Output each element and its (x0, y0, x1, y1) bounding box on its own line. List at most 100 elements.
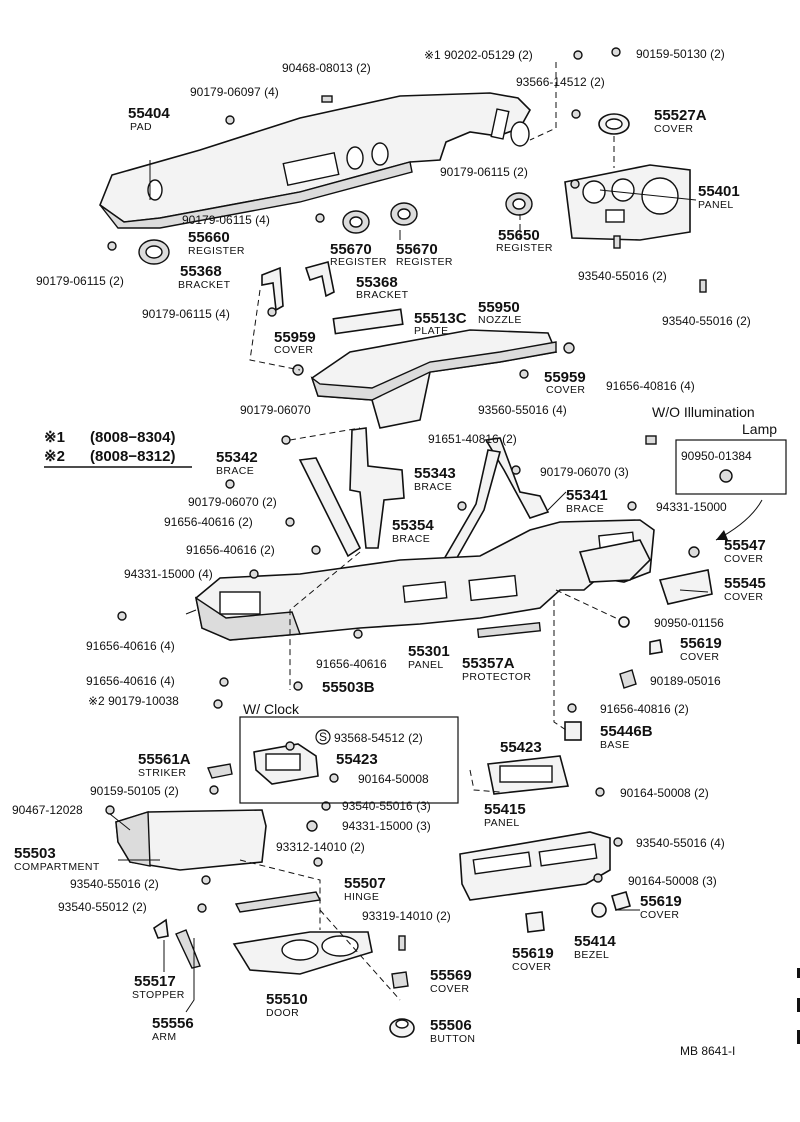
label-90179-06070-3: 90179-06070 (3) (540, 465, 629, 479)
label-90179-06097: 90179-06097 (4) (190, 85, 279, 99)
part-name: PROTECTOR (462, 671, 531, 683)
panel-opening-2 (402, 581, 448, 603)
fastener-icon (570, 179, 580, 189)
cover-55619-a (649, 639, 663, 655)
protector-55357A (476, 622, 542, 638)
part-code: 55660 (188, 229, 230, 246)
header-lamp: Lamp (742, 421, 777, 437)
label-93568-54512: 93568-54512 (2) (334, 731, 423, 745)
bezel-55414 (591, 902, 607, 918)
part-name: NOZZLE (478, 314, 522, 326)
part-code: 55619 (512, 945, 554, 962)
fastener-icon (613, 837, 623, 847)
part-code: 55354 (392, 517, 434, 534)
plate-55513C (332, 308, 404, 335)
part-code: 55368 (356, 274, 398, 291)
arm-55556 (175, 929, 201, 969)
part-code: 55446B (600, 723, 653, 740)
bracket-55368-b (304, 261, 335, 298)
part-code: 55959 (274, 329, 316, 346)
label-90159-50105: 90159-50105 (2) (90, 784, 179, 798)
fastener-icon (611, 47, 621, 57)
fastener-icon (201, 875, 211, 885)
part-name: BRACE (414, 481, 452, 493)
part-code: 55414 (574, 933, 616, 950)
pad-vent-hole-3 (147, 179, 163, 201)
label-90159-50130: 90159-50130 (2) (636, 47, 725, 61)
margin-mark (797, 998, 800, 1012)
part-name: COVER (724, 553, 763, 565)
fastener-icon (688, 546, 700, 558)
brace-55341 (484, 437, 550, 519)
part-name: PAD (130, 121, 152, 133)
part-name: REGISTER (396, 256, 453, 268)
fastener-icon (225, 115, 235, 125)
button-55506-cap (395, 1019, 409, 1029)
cluster-cover-55547 (578, 539, 651, 583)
margin-mark (797, 1030, 800, 1044)
part-name: COVER (512, 961, 551, 973)
part-code: 55556 (152, 1015, 194, 1032)
part-name: BRACE (566, 503, 604, 515)
label-90179-06070-2: 90179-06070 (2) (188, 495, 277, 509)
label-91656-40816-2: 91656-40816 (2) (600, 702, 689, 716)
label-90202-05129: ※1 90202-05129 (2) (424, 48, 533, 62)
legend-mark-2: ※2 (44, 448, 65, 465)
fastener-icon (627, 501, 637, 511)
label-91656-40616-4b: 91656-40616 (4) (86, 674, 175, 688)
meter-hole-1 (582, 180, 606, 204)
label-90179-10038: ※2 90179-10038 (88, 694, 179, 708)
cover-55959-a (292, 364, 304, 376)
knob-90189-05016 (619, 669, 637, 689)
part-code: 55670 (396, 241, 438, 258)
part-code: 55513C (414, 310, 467, 327)
fastener-icon (249, 569, 259, 579)
part-name: COVER (640, 909, 679, 921)
pad-side-slot (490, 108, 510, 140)
meter-slot (605, 209, 625, 223)
part-code: 55619 (640, 893, 682, 910)
label-93540-55012: 93540-55012 (2) (58, 900, 147, 914)
label-90179-06115-2b: 90179-06115 (2) (36, 274, 124, 288)
cover-ring-55527A-inner (605, 118, 623, 130)
fastener-icon (107, 241, 117, 251)
part-code: 55423 (500, 739, 542, 756)
part-code: 55503B (322, 679, 375, 696)
part-code: 55959 (544, 369, 586, 386)
label-91656-40616-2b: 91656-40616 (2) (186, 543, 275, 557)
part-name: PANEL (408, 659, 444, 671)
part-code: 55506 (430, 1017, 472, 1034)
glove-compartment-55503-side (115, 811, 151, 867)
label-90467-12028: 90467-12028 (12, 803, 83, 817)
part-name: PLATE (414, 325, 448, 337)
label-94331-15000-4: 94331-15000 (4) (124, 567, 213, 581)
legend-mark-1: ※1 (44, 429, 65, 446)
label-90164-50008-2: 90164-50008 (2) (620, 786, 709, 800)
part-name: BEZEL (574, 949, 609, 961)
part-name: COVER (546, 384, 585, 396)
fastener-icon (285, 741, 295, 751)
fastener-icon (213, 699, 223, 709)
part-name: COVER (680, 651, 719, 663)
s-mark-circle (315, 729, 331, 745)
label-93319-14010: 93319-14010 (2) (362, 909, 451, 923)
label-90950-01384: 90950-01384 (681, 449, 752, 463)
legend-range-2: (8008−8312) (90, 448, 176, 465)
part-code: 55517 (134, 973, 176, 990)
arrow-head-icon (716, 530, 728, 540)
fastener-icon (457, 501, 467, 511)
label-90164-50008: 90164-50008 (358, 772, 429, 786)
part-code: 55415 (484, 801, 526, 818)
cover-55545 (658, 569, 713, 605)
cover-55619-b (611, 891, 631, 911)
part-name: DOOR (266, 1007, 299, 1019)
panel-opening-1 (468, 574, 518, 602)
fastener-icon (699, 279, 707, 293)
label-93540-55016-3: 93540-55016 (3) (342, 799, 431, 813)
legend: ※1 (8008−8304) ※2 (8008−8312) (44, 429, 192, 468)
base-55446B (564, 721, 582, 741)
cover-55619-c (525, 911, 545, 933)
register-55650 (505, 192, 533, 216)
fastener-icon (117, 611, 127, 621)
part-code: 55950 (478, 299, 520, 316)
